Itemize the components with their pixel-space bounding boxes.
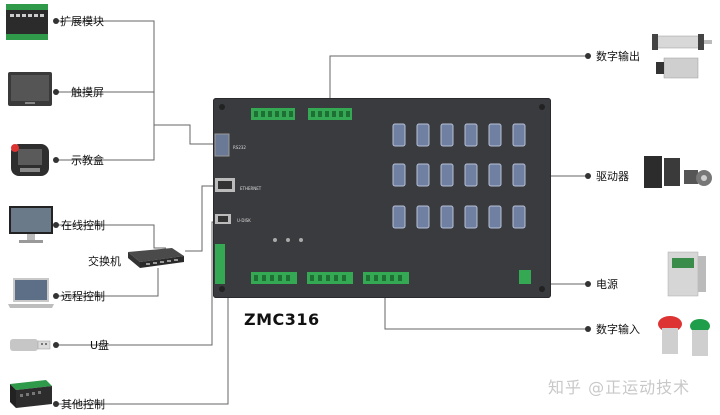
connector-dot <box>53 293 59 299</box>
connector-dot <box>53 157 59 163</box>
label-digital-input: 数字输入 <box>596 323 640 336</box>
network-switch-icon <box>128 248 184 268</box>
controller-model: ZMC316 <box>244 310 320 329</box>
laptop-icon <box>8 278 54 308</box>
connector-dot <box>53 401 59 407</box>
connector-dot <box>585 53 591 59</box>
label-other-control: 其他控制 <box>61 398 105 411</box>
connector-dot <box>53 89 59 95</box>
controller-ports <box>214 108 531 284</box>
connector-dot <box>53 342 59 348</box>
plc-icon <box>10 380 52 408</box>
pneumatic-cylinder-icon <box>652 34 712 79</box>
servo-driver-icon <box>644 156 712 188</box>
port-label-ethernet: ETHERNET <box>240 186 262 191</box>
connector-dot <box>585 326 591 332</box>
monitor-icon <box>9 206 53 243</box>
label-teach-pendant: 示教盒 <box>71 154 104 167</box>
connector-dot <box>585 281 591 287</box>
label-udisk: U盘 <box>90 339 110 352</box>
label-power: 电源 <box>596 278 618 291</box>
teach-pendant-icon <box>11 144 49 176</box>
label-digital-output: 数字输出 <box>596 50 640 63</box>
touchscreen-icon <box>8 72 52 106</box>
port-label-udisk: U-DISK <box>237 218 251 223</box>
label-expansion-module: 扩展模块 <box>60 15 104 28</box>
power-supply-icon <box>667 251 706 297</box>
connector-dot <box>53 18 59 24</box>
expansion-module-icon <box>6 4 48 40</box>
connector-dot <box>53 222 59 228</box>
label-online-control: 在线控制 <box>61 219 105 232</box>
label-remote-control: 远程控制 <box>61 290 105 303</box>
top-terminal-block-1 <box>251 108 295 120</box>
watermark: 知乎 @正运动技术 <box>548 378 691 397</box>
label-switch: 交换机 <box>88 255 121 268</box>
top-terminal-block-2 <box>308 108 352 120</box>
push-button-icon <box>658 316 710 356</box>
label-touchscreen: 触摸屏 <box>71 86 104 99</box>
connector-dot <box>585 173 591 179</box>
label-driver: 驱动器 <box>596 170 629 183</box>
port-label-rs232: RS232 <box>233 145 246 150</box>
usb-drive-icon <box>10 339 51 351</box>
